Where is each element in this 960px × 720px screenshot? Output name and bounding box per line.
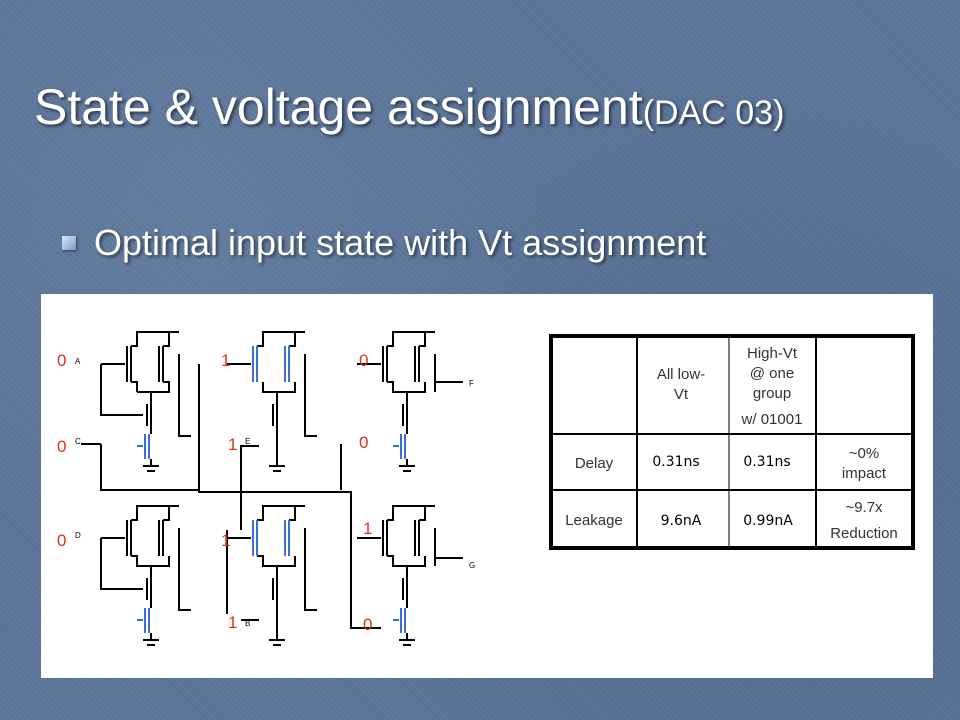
pin-label-c: C [75, 437, 81, 446]
delay-high-vt-value: 0.31ns [743, 454, 790, 470]
results-table: All low- Vt High-Vt @ one group w/ 01001… [549, 334, 915, 550]
bullet-text: Optimal input state with Vt assignment [94, 222, 707, 263]
state-label-a: 0 [57, 351, 66, 370]
delay-all-low-value: 0.31ns [652, 454, 699, 470]
header-all-low-line1: All low- [657, 366, 705, 383]
header-all-low-line2: Vt [674, 386, 689, 403]
table-border [549, 334, 915, 550]
table-row-delay: Delay 0.31ns 0.31ns ~0% impact [575, 445, 887, 482]
gate-cell-2 [227, 331, 317, 530]
high-vt-transistor-5 [252, 520, 290, 556]
state-labels: 0 0 0 1 1 1 1 0 0 1 0 [57, 351, 372, 634]
high-vt-transistor-1 [137, 434, 150, 459]
bullet-item: Optimal input state with Vt assignment [62, 218, 706, 268]
bullet-square-icon [62, 236, 76, 250]
state-label-c: 0 [57, 437, 66, 456]
pin-label-g: G [469, 561, 475, 570]
title-main: State & voltage assignment [34, 79, 643, 135]
high-vt-transistor-3 [393, 434, 406, 459]
pin-label-f: F [469, 379, 474, 388]
state-label-b: 1 [228, 613, 237, 632]
header-high-vt-line2: @ one [750, 365, 794, 382]
leakage-high-vt-value: 0.99nA [743, 513, 793, 529]
high-vt-transistor-6 [393, 608, 406, 633]
pin-label-b: B [245, 619, 250, 628]
pin-label-d: D [75, 531, 81, 540]
leakage-all-low-value: 9.6nA [661, 513, 702, 529]
state-label-cell2-top: 1 [221, 351, 230, 370]
high-vt-transistor-4 [137, 608, 150, 633]
state-label-e: 1 [228, 435, 237, 454]
leakage-note-line1: ~9.7x [845, 499, 883, 516]
title-suffix: (DAC 03) [642, 94, 785, 132]
gate-cell-3 [357, 331, 463, 472]
pin-label-a: A [75, 357, 81, 366]
table-row-leakage: Leakage 9.6nA 0.99nA ~9.7x Reduction [565, 499, 898, 542]
figure-panel: 0 0 0 1 1 1 1 0 0 1 0 A C D E B F G [41, 294, 933, 678]
state-label-cell3-top: 0 [359, 351, 368, 370]
circuit-diagram [81, 331, 463, 646]
delay-note-line1: ~0% [849, 445, 879, 462]
leakage-note-line2: Reduction [830, 525, 898, 542]
state-label-d: 0 [57, 531, 66, 550]
row-label-leakage: Leakage [565, 512, 623, 529]
gate-cell-5 [227, 505, 317, 646]
delay-note-line2: impact [842, 465, 887, 482]
header-high-vt-line3: group [753, 385, 791, 402]
table-header: All low- Vt High-Vt @ one group w/ 01001 [657, 345, 803, 428]
state-label-cell6-bottom: 0 [363, 615, 372, 634]
state-label-cell3-bottom: 0 [359, 433, 368, 452]
figure-svg: 0 0 0 1 1 1 1 0 0 1 0 A C D E B F G [57, 331, 915, 646]
pin-labels: A C D E B F G [75, 357, 475, 628]
state-label-cell6-top: 1 [363, 519, 372, 538]
slide-title: State & voltage assignment(DAC 03) [34, 78, 784, 136]
gate-cell-6 [357, 505, 463, 646]
high-vt-transistor-2 [252, 346, 290, 382]
state-label-cell5-top: 1 [221, 531, 230, 550]
row-label-delay: Delay [575, 455, 614, 472]
pin-label-e: E [245, 437, 250, 446]
header-high-vt-line1: High-Vt [747, 345, 798, 362]
header-high-vt-line4: w/ 01001 [741, 411, 803, 428]
gate-cell-1 [100, 331, 191, 437]
gate-cell-4 [100, 505, 191, 646]
